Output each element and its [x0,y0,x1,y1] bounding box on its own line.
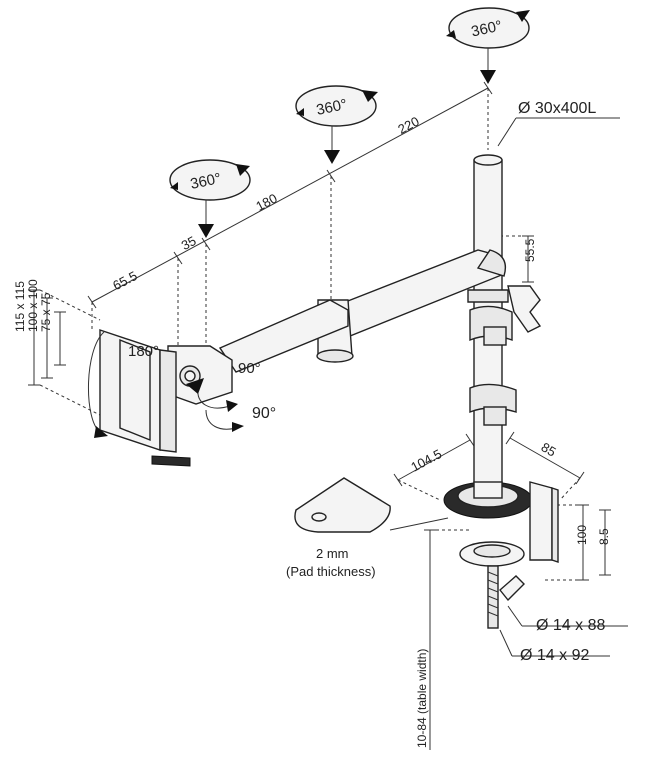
bolt-short-label: Ø 14 x 88 [536,617,605,634]
dim-clamp-small: 8.5 [597,528,611,545]
dimension-lines [28,81,611,750]
dim-table-width: 10-84 (table width) [415,649,429,748]
dim-clamp-depth: 104.5 [408,446,444,475]
dim-arm2: 35 [179,233,199,253]
dim-arm1: 65.5 [110,268,139,293]
labels: 360° 360° 360° 65.5 35 180 220 Ø 30x400L… [13,17,611,748]
rotation-disc-middle [295,85,378,164]
head-turn-label: 90° [252,405,276,422]
dim-clamp-height: 100 [575,525,589,545]
dim-clamp-width: 85 [539,439,559,459]
rotation-left-label: 360° [189,170,223,193]
pad-thickness: 2 mm [316,546,349,561]
rotation-top-label: 360° [470,17,504,40]
head-swivel-label: 90° [238,360,261,377]
dim-arm4: 220 [395,113,421,136]
dim-vesa-mid: 100 x 100 [26,279,40,332]
dim-arm3: 180 [253,190,279,213]
bolt-long-label: Ø 14 x 92 [520,647,589,664]
head-tilt-label: 180° [128,343,159,360]
arm [167,249,507,405]
leader-lines [497,117,628,657]
dim-vesa-outer: 115 x 115 [13,281,27,332]
pad-caption: (Pad thickness) [286,564,376,579]
pad [294,477,449,533]
head-rotation-arrows [186,378,244,432]
clamp-base [443,481,559,629]
rotation-disc-left [169,159,251,238]
dim-pole-offset: 55.5 [523,238,537,262]
rotation-middle-label: 360° [315,96,349,119]
pole-size-label: Ø 30x400L [518,100,596,117]
rotation-disc-top [446,7,530,84]
pole [467,154,542,501]
dim-vesa-inner: 75 x 75 [39,292,53,332]
vesa-plate [87,329,191,467]
